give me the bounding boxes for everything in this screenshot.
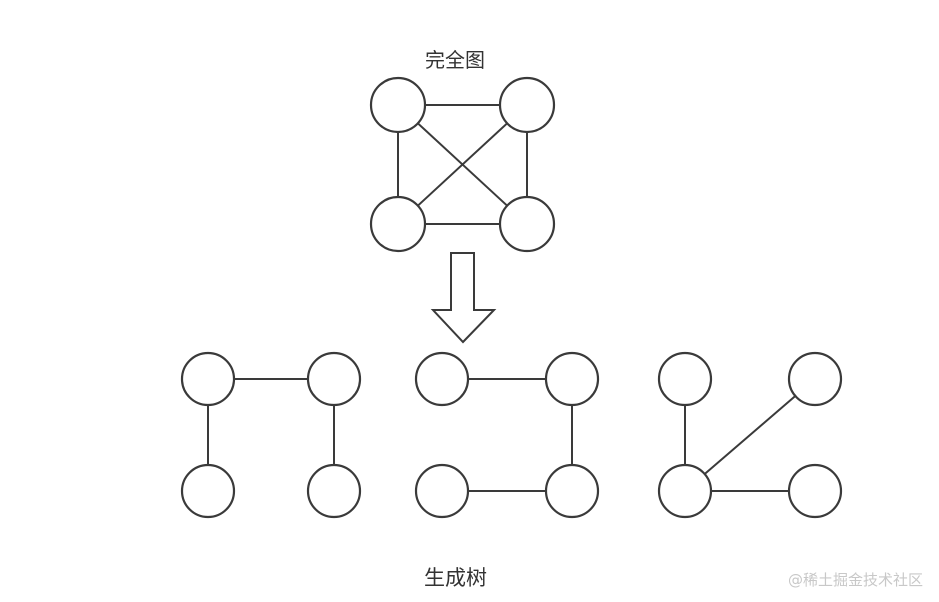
spanning-tree-2-node-A [414, 351, 470, 407]
down-arrow [430, 252, 497, 344]
spanning-tree-1-node-A [180, 351, 236, 407]
spanning-tree-3-node-C [657, 463, 713, 519]
spanning-tree-3-node-B [787, 351, 843, 407]
spanning-tree-3-node-A [657, 351, 713, 407]
spanning-tree-3-node-D [787, 463, 843, 519]
spanning-tree-3-edge-B-C [704, 395, 796, 475]
spanning-tree-2-node-C [414, 463, 470, 519]
spanning-tree-1-node-D [306, 463, 362, 519]
complete-graph-node-C [369, 195, 427, 253]
complete-graph [369, 76, 556, 253]
watermark: @稀土掘金技术社区 [787, 571, 923, 589]
spanning-tree-title: 生成树 [424, 566, 487, 590]
complete-graph-edge-B-C [417, 122, 508, 207]
spanning-tree-3 [657, 351, 843, 519]
complete-graph-node-B [498, 76, 556, 134]
spanning-tree-2-node-B [544, 351, 600, 407]
complete-graph-node-A [369, 76, 427, 134]
spanning-tree-1-node-B [306, 351, 362, 407]
spanning-tree-1 [180, 351, 362, 519]
complete-graph-title: 完全图 [425, 48, 485, 72]
spanning-tree-2 [414, 351, 600, 519]
complete-graph-node-D [498, 195, 556, 253]
spanning-tree-1-node-C [180, 463, 236, 519]
spanning-tree-2-node-D [544, 463, 600, 519]
